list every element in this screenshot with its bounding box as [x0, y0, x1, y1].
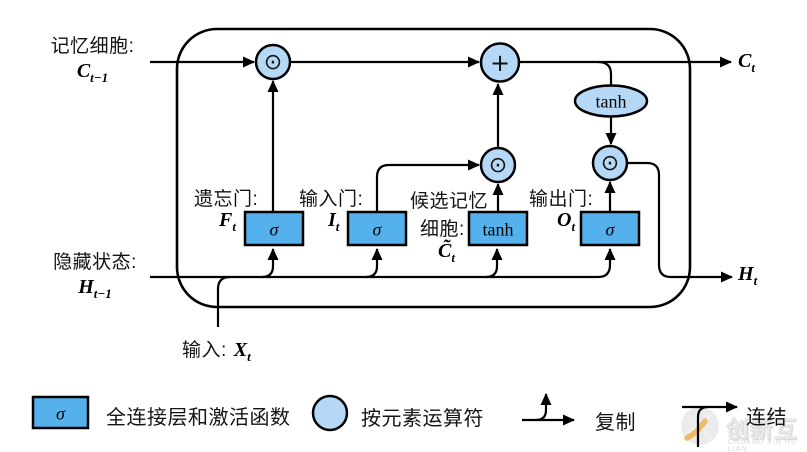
output-gate-box	[579, 210, 641, 247]
hidden-state-output-label: Ht	[738, 263, 758, 288]
forget-gate-var: Ft	[219, 209, 236, 234]
watermark-logo-icon	[681, 407, 719, 445]
watermark-subtitle-text: CHUANG XIN HU LIAN	[728, 439, 798, 452]
candidate-var: C̃t	[438, 240, 455, 265]
wire-concat-main	[150, 248, 616, 279]
wire-copy-to-inputgate	[365, 248, 383, 279]
forget-gate-sigma: σ	[270, 220, 280, 240]
multiply-icon: ⊙	[601, 151, 619, 176]
candidate-tanh-box	[467, 210, 529, 247]
output-gate-sigma: σ	[606, 220, 616, 240]
legend-label-elementwise: 按元素运算符	[361, 408, 484, 430]
wire-copy-to-forget	[261, 248, 279, 279]
watermark-brand-text: 创新互联	[726, 416, 798, 452]
lstm-cell-boundary	[175, 27, 692, 309]
multiply-icon: ⊙	[489, 153, 507, 178]
wire-branch-to-tanh	[597, 60, 613, 85]
wire-copy-to-candidate	[485, 248, 503, 279]
output-gate-label: 输出门:	[529, 189, 594, 210]
legend-sigma-symbol: σ	[56, 404, 66, 424]
input-x-label: 输入:Xt	[182, 339, 251, 364]
add-node: +	[479, 42, 521, 83]
multiply-node-forget: ⊙	[254, 43, 292, 81]
legend-label-fc-layer: 全连接层和激活函数	[106, 407, 291, 429]
candidate-label-line2: 细胞:	[420, 219, 465, 240]
candidate-tanh-label: tanh	[483, 220, 514, 240]
memory-cell-input-label: 记忆细胞: Ct−1	[50, 36, 135, 85]
cell-state-output-label: Ct	[738, 50, 755, 75]
input-gate-box	[346, 210, 408, 247]
hidden-state-input-label: 隐藏状态: Ht−1	[53, 252, 137, 301]
input-gate-sigma: σ	[373, 220, 383, 240]
output-gate-var: Ot	[557, 209, 576, 234]
tanh-node-label: tanh	[596, 92, 627, 112]
input-gate-var: It	[328, 209, 340, 234]
legend-concat-arrow-icon	[682, 401, 738, 447]
legend-copy-arrow-icon	[522, 393, 575, 426]
legend-operator-circle-icon	[311, 394, 349, 432]
wire-hidden-state-out	[627, 161, 733, 283]
wire-input-x	[216, 275, 231, 327]
multiply-node-output: ⊙	[591, 144, 629, 182]
multiply-icon: ⊙	[264, 50, 282, 75]
plus-icon: +	[490, 49, 510, 77]
input-gate-label: 输入门:	[299, 189, 364, 210]
legend-sigma-box	[31, 395, 90, 430]
multiply-node-candidate: ⊙	[479, 146, 517, 184]
candidate-label-line1: 候选记忆	[410, 191, 489, 212]
wire-inputgate-to-multiply	[375, 159, 480, 211]
forget-gate-label: 遗忘门:	[194, 189, 259, 210]
legend-label-copy: 复制	[595, 412, 636, 434]
legend-label-concat: 连结	[746, 407, 787, 429]
forget-gate-box	[243, 210, 305, 247]
tanh-node: tanh	[573, 84, 649, 118]
